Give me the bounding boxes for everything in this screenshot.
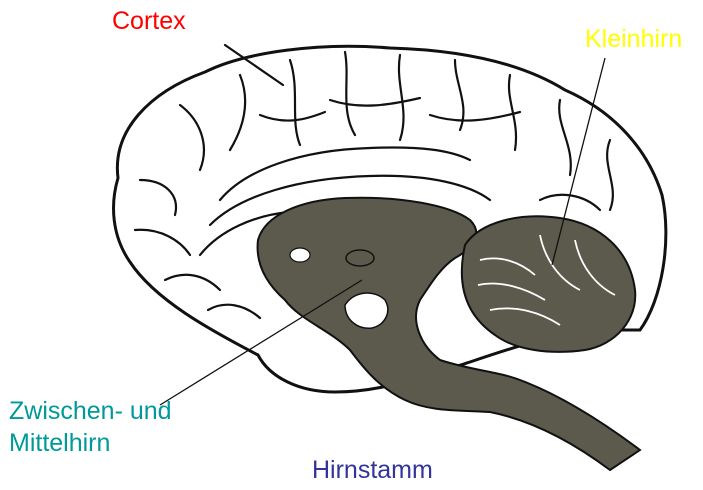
kleinhirn-label: Kleinhirn — [585, 24, 682, 54]
zwischenhirn-label-line1: Zwischen- und — [9, 396, 172, 426]
hirnstamm-label: Hirnstamm — [312, 455, 433, 485]
cortex-label: Cortex — [112, 6, 186, 36]
zwischenhirn-label-line2: Mittelhirn — [9, 428, 110, 458]
